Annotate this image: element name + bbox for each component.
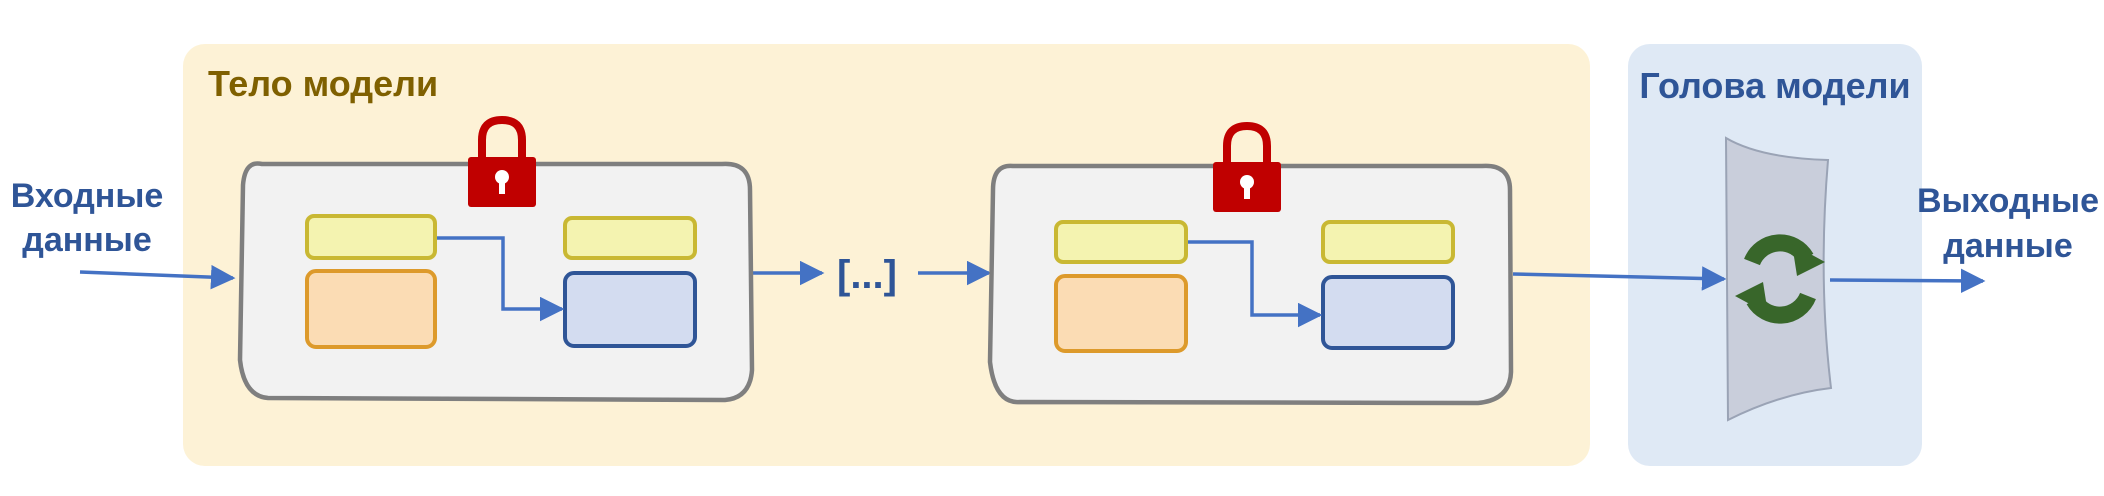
block1-connector-arrow: [437, 236, 565, 322]
input-label-line2: данные: [22, 221, 152, 259]
lock-icon: [468, 115, 536, 207]
block1-orange-layer: [305, 269, 437, 349]
arrow-input-to-block1: [79, 264, 236, 290]
block2-yellow-layer-left: [1054, 220, 1188, 264]
arrow-block2-to-head: [1512, 266, 1727, 291]
block1-yellow-layer-right: [563, 216, 697, 260]
model-head-title: Голова модели: [1639, 65, 1910, 106]
block2-connector-arrow: [1188, 240, 1323, 328]
model-body-title: Тело модели: [208, 63, 438, 104]
block1-blue-layer: [563, 271, 697, 348]
output-label-line2: данные: [1943, 227, 2073, 265]
refresh-icon: [1735, 234, 1825, 324]
lock-icon: [1213, 121, 1281, 212]
block1-yellow-layer-left: [305, 214, 437, 260]
block2-yellow-layer-right: [1321, 220, 1455, 264]
frozen-block-1: [237, 161, 755, 403]
model-head-shape: [1724, 136, 1833, 422]
frozen-block-2: [987, 163, 1514, 406]
ellipsis-label: [...]: [837, 253, 897, 297]
block2-orange-layer: [1054, 274, 1188, 353]
block2-blue-layer: [1321, 275, 1455, 350]
arrow-head-to-output: [1829, 268, 1986, 294]
output-label-line1: Выходные: [1917, 182, 2099, 220]
input-label-line1: Входные: [11, 177, 164, 215]
